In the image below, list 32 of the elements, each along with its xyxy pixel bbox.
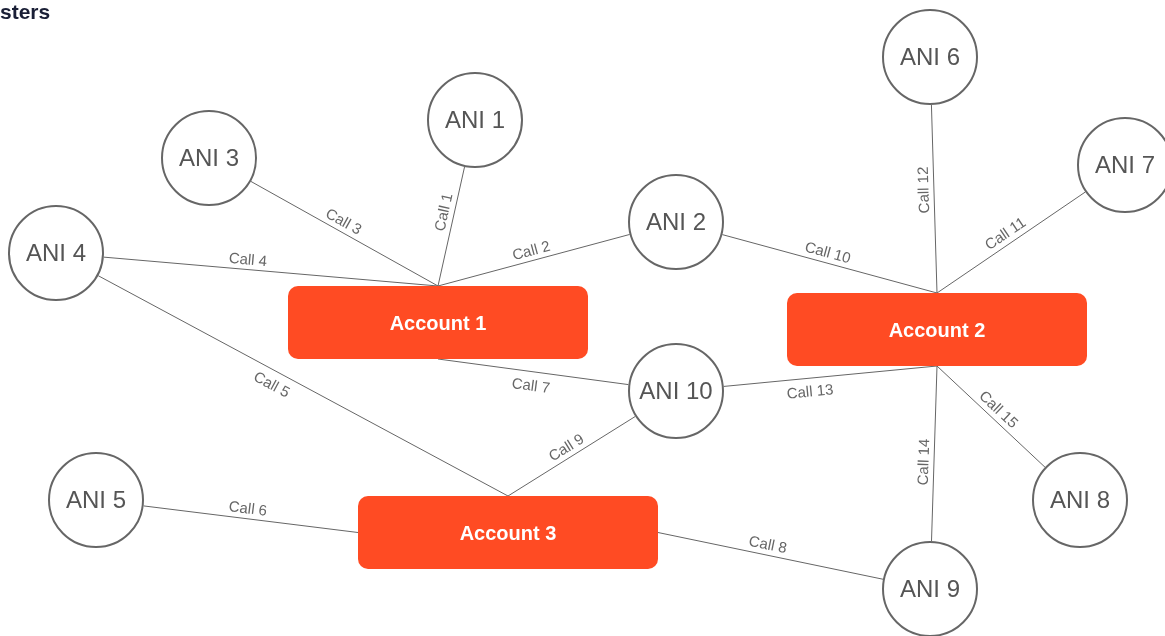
- edge-label: Call 14: [914, 438, 932, 486]
- edge-label: Call 1: [431, 191, 455, 233]
- edge-label: Call 11: [981, 214, 1029, 253]
- connector-line: [437, 358, 629, 386]
- title: sters: [0, 0, 51, 25]
- connector-line: [250, 180, 439, 287]
- connector-line: [723, 365, 938, 387]
- edge-label: Call 6: [227, 497, 268, 518]
- account-box: Account 3: [358, 496, 658, 569]
- edge-label: Call 8: [747, 532, 789, 556]
- account-box: Account 1: [288, 286, 588, 359]
- account-box: Account 2: [787, 293, 1087, 366]
- connector-line: [97, 275, 509, 497]
- edge-label: Call 10: [803, 238, 853, 266]
- edge-label: Call 9: [545, 430, 587, 464]
- edge-label: Call 12: [914, 166, 932, 214]
- connector-line: [931, 365, 938, 542]
- edge-label: Call 4: [228, 249, 269, 268]
- connector-line: [103, 256, 439, 287]
- edge-label: Call 15: [976, 387, 1021, 430]
- edge-label: Call 5: [251, 368, 293, 400]
- connector-line: [936, 191, 1086, 294]
- edge-label: Call 3: [323, 205, 365, 237]
- edge-label: Call 13: [786, 381, 835, 401]
- connector-line: [143, 505, 359, 533]
- connector-line: [507, 415, 636, 497]
- connector-line: [936, 365, 1046, 468]
- connector-line: [930, 104, 938, 294]
- edge-label: Call 7: [511, 374, 552, 395]
- edge-label: Call 2: [510, 237, 552, 262]
- connector-line: [437, 166, 466, 287]
- connector-line: [657, 532, 884, 580]
